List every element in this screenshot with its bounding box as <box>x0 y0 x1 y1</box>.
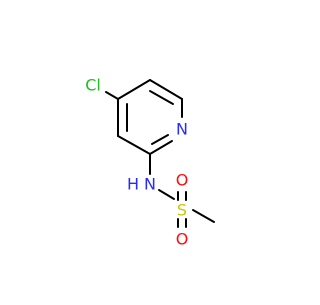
lower-oxygen-atom-label: O <box>176 230 189 249</box>
bond-c2-n1-inner <box>151 134 169 145</box>
sulfur-atom-label: S <box>177 201 187 220</box>
bond-s-methyl <box>192 209 215 223</box>
bond-c2-n1 <box>149 140 173 155</box>
chlorine-atom-label: Cl <box>85 76 101 95</box>
bond-c6-c5 <box>149 79 183 100</box>
bond-c5-c4 <box>117 79 151 100</box>
amide-nitrogen-atom-label: N <box>144 175 156 194</box>
upper-oxygen-atom-label: O <box>176 171 189 190</box>
bond-c6-c5-inner <box>149 90 174 105</box>
amide-hydrogen-atom-label: H <box>127 175 139 194</box>
ring-nitrogen-atom-label: N <box>176 120 188 139</box>
bond-c3-c2 <box>117 135 151 155</box>
molecule-structure: Cl N N H S O O <box>85 76 215 249</box>
bond-nh-s <box>158 189 175 200</box>
bond-c4-cl <box>105 91 119 100</box>
molecule-canvas: Cl N N H S O O <box>85 76 215 249</box>
